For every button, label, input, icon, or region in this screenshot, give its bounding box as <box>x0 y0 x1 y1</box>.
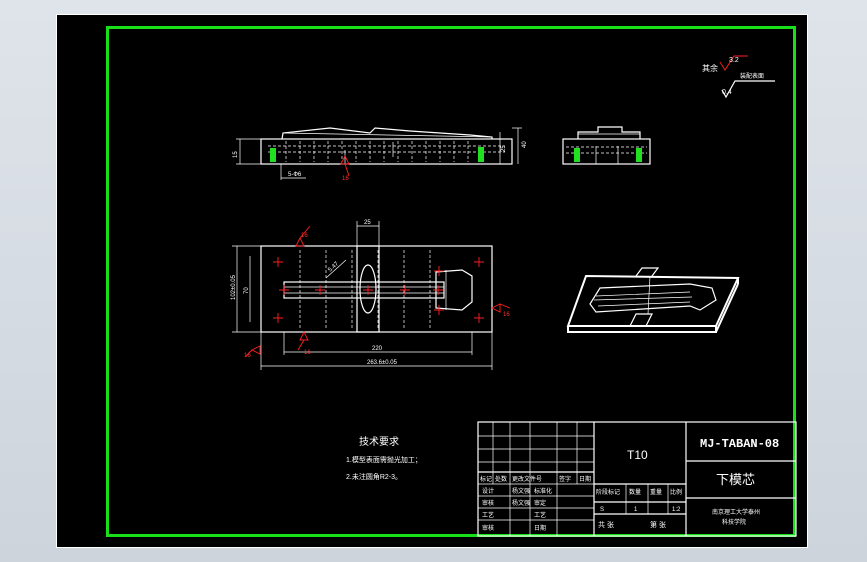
hole-centers <box>273 257 484 323</box>
sig-role-process-2: 工艺 <box>534 511 546 519</box>
rev-header-doc: 更改文件号 <box>512 475 542 483</box>
stage-value: S <box>600 507 604 513</box>
school-sub: 科技学院 <box>722 518 746 526</box>
rev-header-count: 处数 <box>495 475 507 483</box>
school-name: 南京理工大学泰州 <box>712 508 760 516</box>
roughness-general-value: 3.2 <box>729 57 739 64</box>
sheet-label: 第 张 <box>650 520 666 529</box>
drawing-number: MJ-TABAN-08 <box>700 437 779 451</box>
weight-label: 重量 <box>650 488 662 496</box>
rev-header-date: 日期 <box>579 475 591 483</box>
material-label: T10 <box>627 448 648 462</box>
rev-header-sign: 签字 <box>559 475 571 483</box>
drawing-sheet <box>56 14 808 548</box>
sig-name-check: 杨文强 <box>512 499 530 507</box>
roughness-fit-label: 装配表面 <box>740 72 764 80</box>
stage-label: 阶段标记 <box>596 488 620 496</box>
roughness-note: 其余 3.2 0.4 装配表面 <box>702 55 775 99</box>
tech-req-title: 技术要求 <box>359 435 399 448</box>
sheet-total-label: 共 张 <box>598 520 614 529</box>
top-height-b: 102±0.05 <box>231 274 237 300</box>
roughness-mark-top: 16 <box>301 233 308 239</box>
top-height-a: 70 <box>244 287 250 294</box>
roughness-mark-right: 16 <box>503 312 510 318</box>
side-view <box>562 126 651 165</box>
tech-req-item-1: 1.模型表面需抛光加工； <box>346 455 422 464</box>
quantity-label: 数量 <box>629 488 641 496</box>
quantity-value: 1 <box>634 507 638 513</box>
roughness-general-label: 其余 <box>702 63 718 73</box>
roughness-symbol-general <box>719 55 748 71</box>
front-height-right: 40 <box>522 141 528 148</box>
front-view: 15 40 25 5-Ф6 16 <box>233 127 528 182</box>
front-height-mid: 25 <box>501 145 507 152</box>
part-name: 下模芯 <box>716 472 755 487</box>
roughness-fit-value: 0.4 <box>722 89 732 96</box>
technical-requirements: 技术要求 1.模型表面需抛光加工； 2.未注圆角R2-3。 <box>346 435 422 481</box>
sig-role-process: 工艺 <box>482 511 494 519</box>
tech-req-item-2: 2.未注圆角R2-3。 <box>346 472 402 481</box>
roughness-symbol-fit <box>721 80 775 99</box>
sig-role-check: 审核 <box>482 499 494 507</box>
sig-role-design: 设计 <box>482 487 494 495</box>
top-slot-width: 25 <box>364 220 371 226</box>
title-block: T10 MJ-TABAN-08 下模芯 标记 处数 更改文件号 签字 日期 设计… <box>477 421 797 537</box>
roughness-mark-front: 16 <box>342 176 349 182</box>
isometric-view <box>566 267 740 333</box>
scale-value: 1:2 <box>672 507 681 513</box>
inner-length-dim: 220 <box>372 346 383 352</box>
sig-role-date: 日期 <box>534 524 546 532</box>
sig-role-standard: 标准化 <box>534 487 552 495</box>
sig-role-approve: 审定 <box>534 499 546 507</box>
front-height-left: 15 <box>233 151 239 158</box>
sig-name-design: 杨文强 <box>512 487 530 495</box>
scale-label: 比例 <box>670 488 682 496</box>
top-view: 25 102±0.05 70 220 263.6±0.05 5.47 16 16… <box>231 220 510 370</box>
sig-role-review: 审核 <box>482 524 494 532</box>
roughness-mark-bottom: 16 <box>304 350 311 356</box>
roughness-mark-left: 16 <box>244 353 251 359</box>
front-detail-dim: 5-Ф6 <box>288 172 302 178</box>
rev-header-mark: 标记 <box>480 475 492 483</box>
overall-length-dim: 263.6±0.05 <box>367 360 398 366</box>
